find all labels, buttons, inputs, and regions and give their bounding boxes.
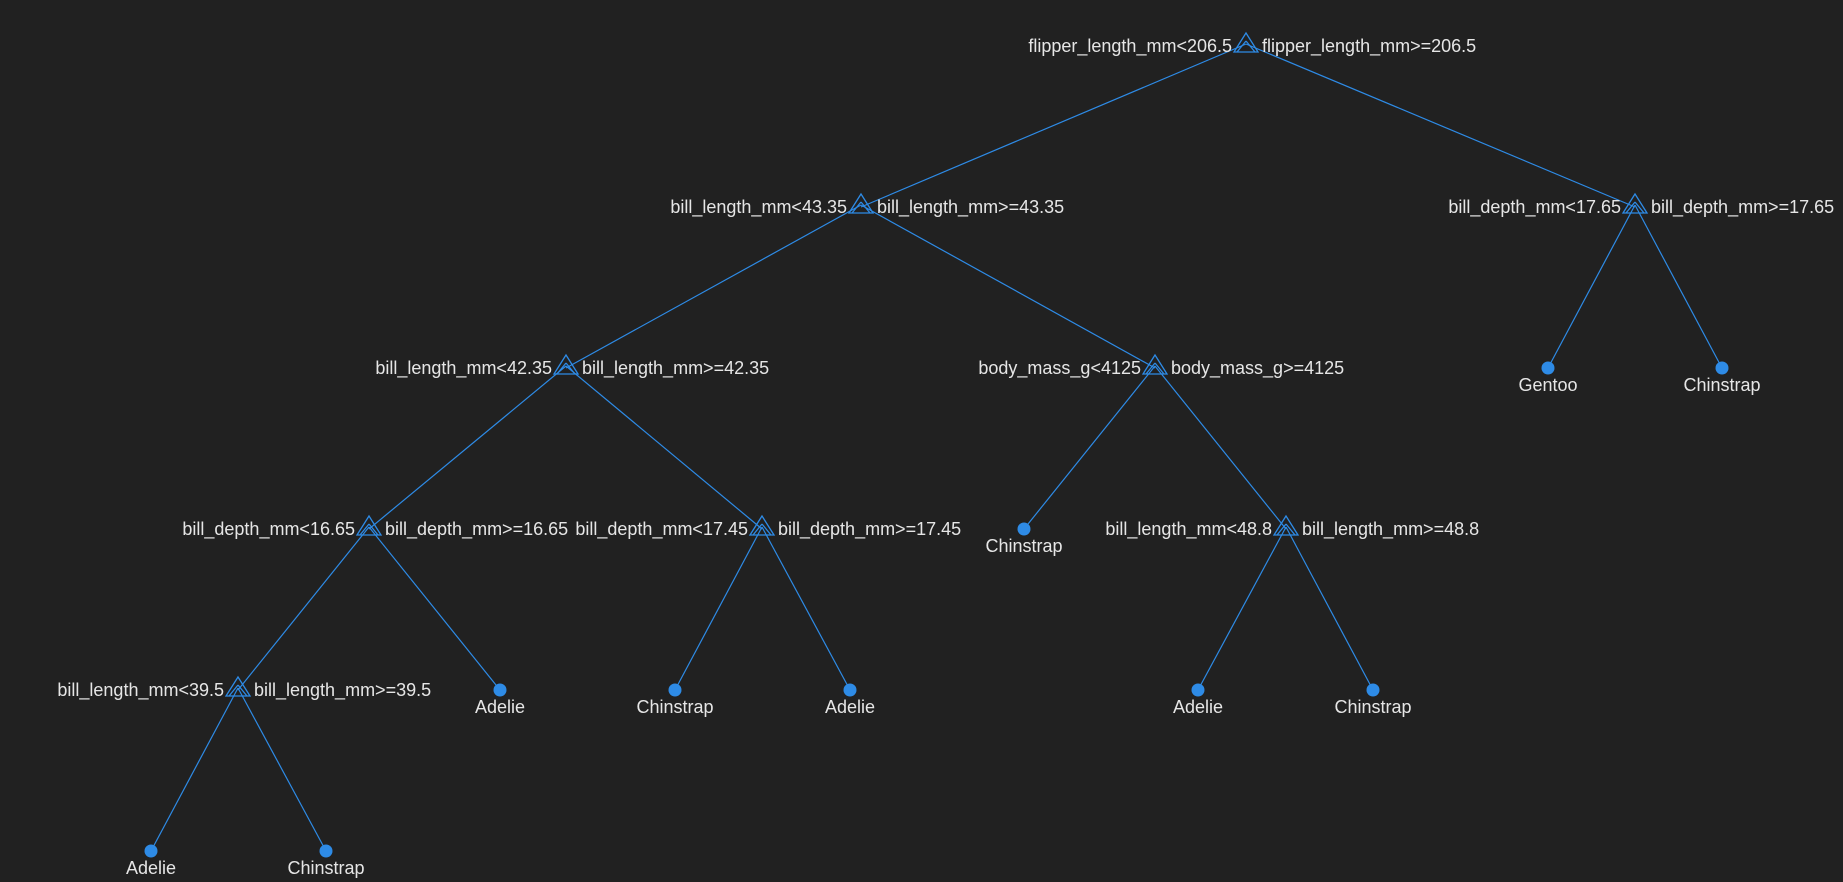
split-node: bill_depth_mm<16.65 bill_depth_mm>=16.65 [182, 514, 568, 540]
tree-edge [674, 526, 763, 691]
split-right-label: bill_length_mm>=43.35 [877, 197, 1064, 218]
split-right-label: bill_depth_mm>=16.65 [385, 519, 568, 540]
leaf-dot-icon [1715, 361, 1729, 375]
tree-edge [150, 687, 239, 852]
tree-edge [1634, 204, 1723, 369]
leaf-dot-icon [144, 844, 158, 858]
tree-edge [761, 526, 851, 691]
split-right-label: bill_length_mm>=39.5 [254, 680, 431, 701]
split-triangle-icon [552, 353, 580, 375]
leaf-label: Chinstrap [985, 536, 1062, 556]
split-left-label: bill_length_mm<42.35 [375, 358, 552, 379]
leaf-label: Chinstrap [636, 697, 713, 717]
leaf-node: Chinstrap [636, 683, 714, 717]
split-left-label: bill_length_mm<39.5 [57, 680, 224, 701]
tree-edge [565, 365, 763, 530]
leaf-label: Chinstrap [1334, 697, 1411, 717]
leaf-dot-icon [668, 683, 682, 697]
leaf-node: Chinstrap [1334, 683, 1412, 717]
tree-edge [237, 687, 327, 852]
tree-edge [1245, 43, 1636, 208]
split-node: bill_length_mm<42.35 bill_length_mm>=42.3… [375, 353, 769, 379]
split-left-label: body_mass_g<4125 [978, 358, 1141, 379]
split-triangle-icon [1621, 192, 1649, 214]
tree-nodes: flipper_length_mm<206.5 flipper_length_mm… [57, 31, 1834, 878]
split-right-label: bill_length_mm>=42.35 [582, 358, 769, 379]
split-right-label: bill_depth_mm>=17.65 [1651, 197, 1834, 218]
leaf-node: Chinstrap [985, 522, 1063, 556]
split-right-label: bill_depth_mm>=17.45 [778, 519, 961, 540]
split-node: bill_depth_mm<17.45 bill_depth_mm>=17.45 [575, 514, 961, 540]
split-left-label: bill_depth_mm<16.65 [182, 519, 355, 540]
leaf-dot-icon [1541, 361, 1555, 375]
tree-edge [1285, 526, 1374, 691]
leaf-dot-icon [1366, 683, 1380, 697]
leaf-node: Gentoo [1518, 361, 1578, 395]
split-left-label: bill_depth_mm<17.65 [1448, 197, 1621, 218]
split-triangle-icon [847, 192, 875, 214]
leaf-node: Adelie [1173, 683, 1223, 717]
tree-edge [237, 526, 370, 691]
leaf-dot-icon [1191, 683, 1205, 697]
split-left-label: bill_length_mm<43.35 [670, 197, 847, 218]
tree-edge [368, 365, 567, 530]
leaf-label: Adelie [825, 697, 875, 717]
split-triangle-icon [1141, 353, 1169, 375]
split-node: bill_length_mm<39.5 bill_length_mm>=39.5 [57, 675, 431, 701]
split-node: bill_length_mm<43.35 bill_length_mm>=43.3… [670, 192, 1064, 218]
leaf-label: Gentoo [1518, 375, 1577, 395]
split-triangle-icon [355, 514, 383, 536]
split-left-label: flipper_length_mm<206.5 [1028, 36, 1232, 57]
tree-edge [860, 43, 1247, 208]
split-node: flipper_length_mm<206.5 flipper_length_mm… [1028, 31, 1476, 57]
split-node: bill_length_mm<48.8 bill_length_mm>=48.8 [1105, 514, 1479, 540]
split-node: bill_depth_mm<17.65 bill_depth_mm>=17.65 [1448, 192, 1834, 218]
leaf-label: Adelie [475, 697, 525, 717]
tree-edge [565, 204, 862, 369]
leaf-dot-icon [493, 683, 507, 697]
leaf-label: Adelie [126, 858, 176, 878]
tree-edge [368, 526, 501, 691]
split-node: body_mass_g<4125 body_mass_g>=4125 [978, 353, 1344, 379]
split-right-label: flipper_length_mm>=206.5 [1262, 36, 1476, 57]
tree-edge [1547, 204, 1636, 369]
split-triangle-icon [1272, 514, 1300, 536]
tree-edge [1154, 365, 1287, 530]
split-triangle-icon [224, 675, 252, 697]
split-left-label: bill_length_mm<48.8 [1105, 519, 1272, 540]
leaf-label: Chinstrap [287, 858, 364, 878]
leaf-label: Chinstrap [1683, 375, 1760, 395]
leaf-dot-icon [319, 844, 333, 858]
leaf-node: Adelie [475, 683, 525, 717]
leaf-node: Chinstrap [287, 844, 365, 878]
split-triangle-icon [1232, 31, 1260, 53]
split-triangle-icon [748, 514, 776, 536]
leaf-node: Adelie [825, 683, 875, 717]
leaf-dot-icon [843, 683, 857, 697]
tree-edge [860, 204, 1156, 369]
tree-edge [1023, 365, 1156, 530]
split-right-label: body_mass_g>=4125 [1171, 358, 1344, 379]
leaf-dot-icon [1017, 522, 1031, 536]
split-right-label: bill_length_mm>=48.8 [1302, 519, 1479, 540]
tree-edge [1197, 526, 1287, 691]
leaf-node: Chinstrap [1683, 361, 1761, 395]
leaf-label: Adelie [1173, 697, 1223, 717]
split-left-label: bill_depth_mm<17.45 [575, 519, 748, 540]
tree-edges [150, 43, 1723, 852]
leaf-node: Adelie [126, 844, 176, 878]
